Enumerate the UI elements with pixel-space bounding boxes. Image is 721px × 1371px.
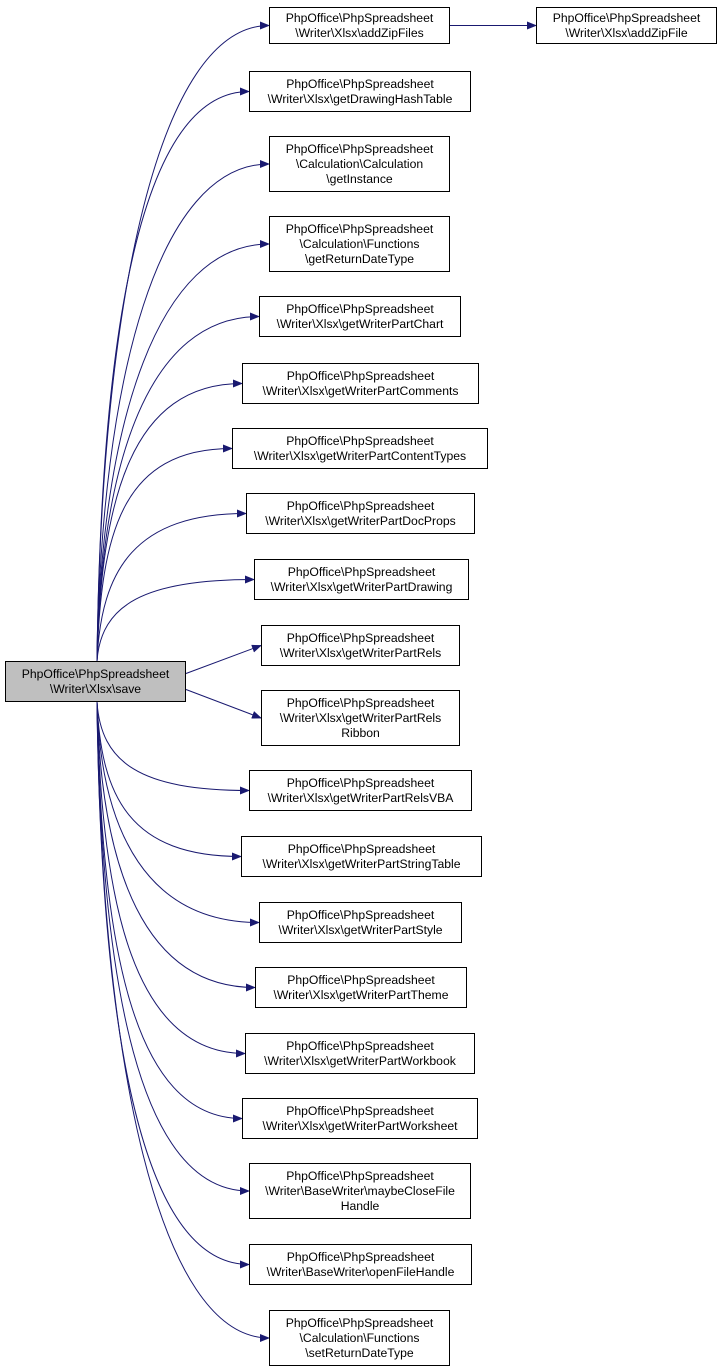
node-getWriterPartStringTable[interactable]: PhpOffice\PhpSpreadsheet\Writer\Xlsx\get… [241,836,482,877]
node-getWriterPartComments[interactable]: PhpOffice\PhpSpreadsheet\Writer\Xlsx\get… [242,363,479,404]
edge-save-to-getWriterPartRelsVBA [96,701,250,795]
node-label-line: \Writer\Xlsx\getWriterPartRels [279,645,442,660]
node-label-line: \Writer\Xlsx\getWriterPartStringTable [262,856,461,871]
node-label-line: PhpOffice\PhpSpreadsheet [286,368,435,383]
node-getWriterPartContentTypes[interactable]: PhpOffice\PhpSpreadsheet\Writer\Xlsx\get… [232,428,488,469]
edge-save-to-getWriterPartTheme [96,701,256,992]
node-getWriterPartWorksheet[interactable]: PhpOffice\PhpSpreadsheet\Writer\Xlsx\get… [242,1098,478,1139]
node-label-line: PhpOffice\PhpSpreadsheet [286,76,434,91]
edge-save-to-getWriterPartComments [96,379,243,662]
node-label-line: PhpOffice\PhpSpreadsheet [285,221,434,236]
node-getWriterPartWorkbook[interactable]: PhpOffice\PhpSpreadsheet\Writer\Xlsx\get… [245,1033,475,1074]
node-getWriterPartChart[interactable]: PhpOffice\PhpSpreadsheet\Writer\Xlsx\get… [259,296,461,337]
node-label-line: PhpOffice\PhpSpreadsheet [286,630,435,645]
node-label-line: PhpOffice\PhpSpreadsheet [286,301,434,316]
edge-save-to-getWriterPartWorkbook [96,701,246,1058]
node-getWriterPartDrawing[interactable]: PhpOffice\PhpSpreadsheet\Writer\Xlsx\get… [254,559,469,600]
node-label-line: \Writer\Xlsx\getWriterPartContentTypes [253,448,467,463]
edge-save-to-setReturnDateType [96,701,270,1342]
node-label-line: \Calculation\Calculation [295,156,424,171]
node-label-line: PhpOffice\PhpSpreadsheet [286,433,434,448]
node-label-line: \getReturnDateType [304,251,415,266]
node-label-line: PhpOffice\PhpSpreadsheet [286,1038,434,1053]
node-label-line: Handle [340,1198,380,1213]
node-label-line: \Writer\Xlsx\getWriterPartChart [276,316,444,331]
node-setReturnDateType[interactable]: PhpOffice\PhpSpreadsheet\Calculation\Fun… [269,1310,450,1366]
edge-save-to-getWriterPartRels [185,644,262,674]
node-getWriterPartDocProps[interactable]: PhpOffice\PhpSpreadsheet\Writer\Xlsx\get… [246,493,475,534]
node-label-line: PhpOffice\PhpSpreadsheet [287,972,435,987]
node-label-line: PhpOffice\PhpSpreadsheet [287,564,436,579]
edge-save-to-getWriterPartRelsRibbon [185,689,262,719]
node-label-line: \Writer\Xlsx\save [49,681,142,696]
node-label-line: PhpOffice\PhpSpreadsheet [285,141,434,156]
edge-save-to-openFileHandle [96,701,250,1269]
node-getWriterPartRelsRibbon[interactable]: PhpOffice\PhpSpreadsheet\Writer\Xlsx\get… [261,690,460,746]
node-label-line: PhpOffice\PhpSpreadsheet [287,841,436,856]
edge-save-to-getWriterPartStringTable [96,701,242,861]
node-label-line: PhpOffice\PhpSpreadsheet [286,775,435,790]
edge-save-to-getWriterPartChart [96,312,260,662]
node-label-line: \setReturnDateType [305,1345,414,1360]
node-label-line: PhpOffice\PhpSpreadsheet [286,1249,435,1264]
node-maybeCloseFileHandle[interactable]: PhpOffice\PhpSpreadsheet\Writer\BaseWrit… [249,1163,471,1219]
node-label-line: \Writer\Xlsx\getWriterPartWorksheet [262,1118,458,1133]
node-label-line: \Writer\Xlsx\addZipFiles [295,25,424,40]
node-label-line: \Writer\Xlsx\getWriterPartTheme [273,987,449,1002]
edge-save-to-getDrawingHashTable [96,87,250,662]
edge-save-to-getWriterPartDocProps [96,509,247,662]
node-label-line: PhpOffice\PhpSpreadsheet [286,907,435,922]
node-label-line: PhpOffice\PhpSpreadsheet [286,695,435,710]
edge-save-to-getReturnDateType [96,240,270,662]
node-label-line: \Writer\BaseWriter\openFileHandle [266,1264,455,1279]
node-getDrawingHashTable[interactable]: PhpOffice\PhpSpreadsheet\Writer\Xlsx\get… [249,71,471,112]
node-getWriterPartTheme[interactable]: PhpOffice\PhpSpreadsheet\Writer\Xlsx\get… [255,967,467,1008]
node-label-line: \Writer\Xlsx\getWriterPartDrawing [270,579,453,594]
node-label-line: \getInstance [326,171,393,186]
node-root-save: PhpOffice\PhpSpreadsheet\Writer\Xlsx\sav… [5,661,186,702]
node-label-line: \Writer\BaseWriter\maybeCloseFile [265,1183,455,1198]
node-getWriterPartRels[interactable]: PhpOffice\PhpSpreadsheet\Writer\Xlsx\get… [261,625,460,666]
edge-save-to-addZipFiles [96,21,270,662]
node-label-line: PhpOffice\PhpSpreadsheet [286,498,435,513]
node-label-line: \Writer\Xlsx\getDrawingHashTable [267,91,453,106]
edge-save-to-getInstance [96,160,270,662]
node-label-line: \Writer\Xlsx\getWriterPartRels [279,710,442,725]
node-addZipFiles[interactable]: PhpOffice\PhpSpreadsheet\Writer\Xlsx\add… [269,7,450,44]
node-label-line: PhpOffice\PhpSpreadsheet [552,10,701,25]
node-label-line: \Writer\Xlsx\getWriterPartWorkbook [264,1053,456,1068]
node-addZipFile[interactable]: PhpOffice\PhpSpreadsheet\Writer\Xlsx\add… [536,7,717,44]
node-label-line: \Writer\Xlsx\getWriterPartDocProps [265,513,456,528]
node-getWriterPartStyle[interactable]: PhpOffice\PhpSpreadsheet\Writer\Xlsx\get… [259,902,462,943]
edge-save-to-getWriterPartStyle [96,701,260,927]
edge-save-to-maybeCloseFileHandle [96,701,250,1195]
node-getReturnDateType[interactable]: PhpOffice\PhpSpreadsheet\Calculation\Fun… [269,216,450,272]
edge-save-to-getWriterPartDrawing [96,575,255,662]
node-getWriterPartRelsVBA[interactable]: PhpOffice\PhpSpreadsheet\Writer\Xlsx\get… [249,770,472,811]
node-label-line: \Writer\Xlsx\getWriterPartComments [262,383,459,398]
node-getInstance[interactable]: PhpOffice\PhpSpreadsheet\Calculation\Cal… [269,136,450,192]
node-label-line: PhpOffice\PhpSpreadsheet [21,666,170,681]
node-label-line: \Writer\Xlsx\getWriterPartStyle [278,922,443,937]
node-label-line: PhpOffice\PhpSpreadsheet [285,1315,434,1330]
edge-save-to-getWriterPartContentTypes [96,444,233,662]
node-label-line: \Writer\Xlsx\getWriterPartRelsVBA [267,790,454,805]
node-openFileHandle[interactable]: PhpOffice\PhpSpreadsheet\Writer\BaseWrit… [249,1244,472,1285]
node-label-line: \Calculation\Functions [299,1330,420,1345]
node-label-line: PhpOffice\PhpSpreadsheet [286,1103,434,1118]
node-label-line: Ribbon [341,725,380,740]
node-label-line: \Writer\Xlsx\addZipFile [565,25,688,40]
node-label-line: PhpOffice\PhpSpreadsheet [285,10,434,25]
node-label-line: PhpOffice\PhpSpreadsheet [286,1168,434,1183]
node-label-line: \Calculation\Functions [299,236,420,251]
